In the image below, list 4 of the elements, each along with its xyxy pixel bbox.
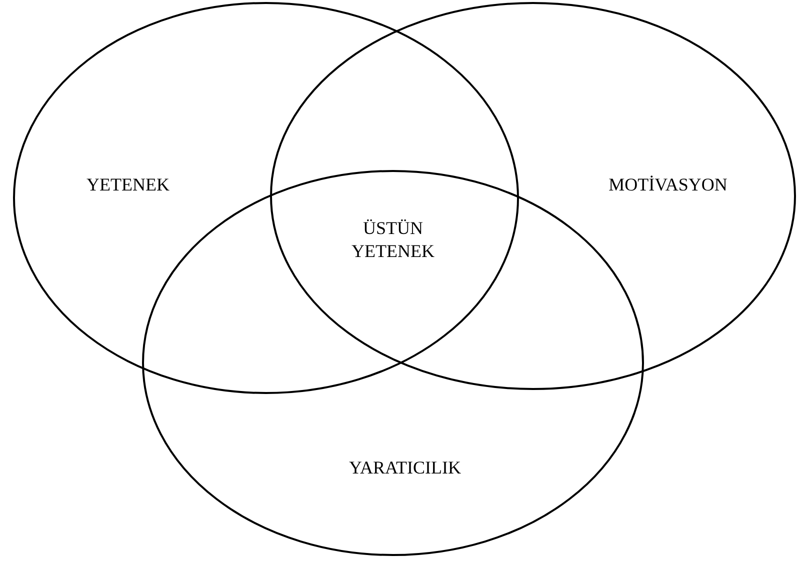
overlap-label: ÜSTÜN YETENEK [350,217,436,263]
set-label: YETENEK [86,174,170,196]
set-label: YARATICILIK [349,458,461,478]
set-label: MOTİVASYON [608,174,728,196]
